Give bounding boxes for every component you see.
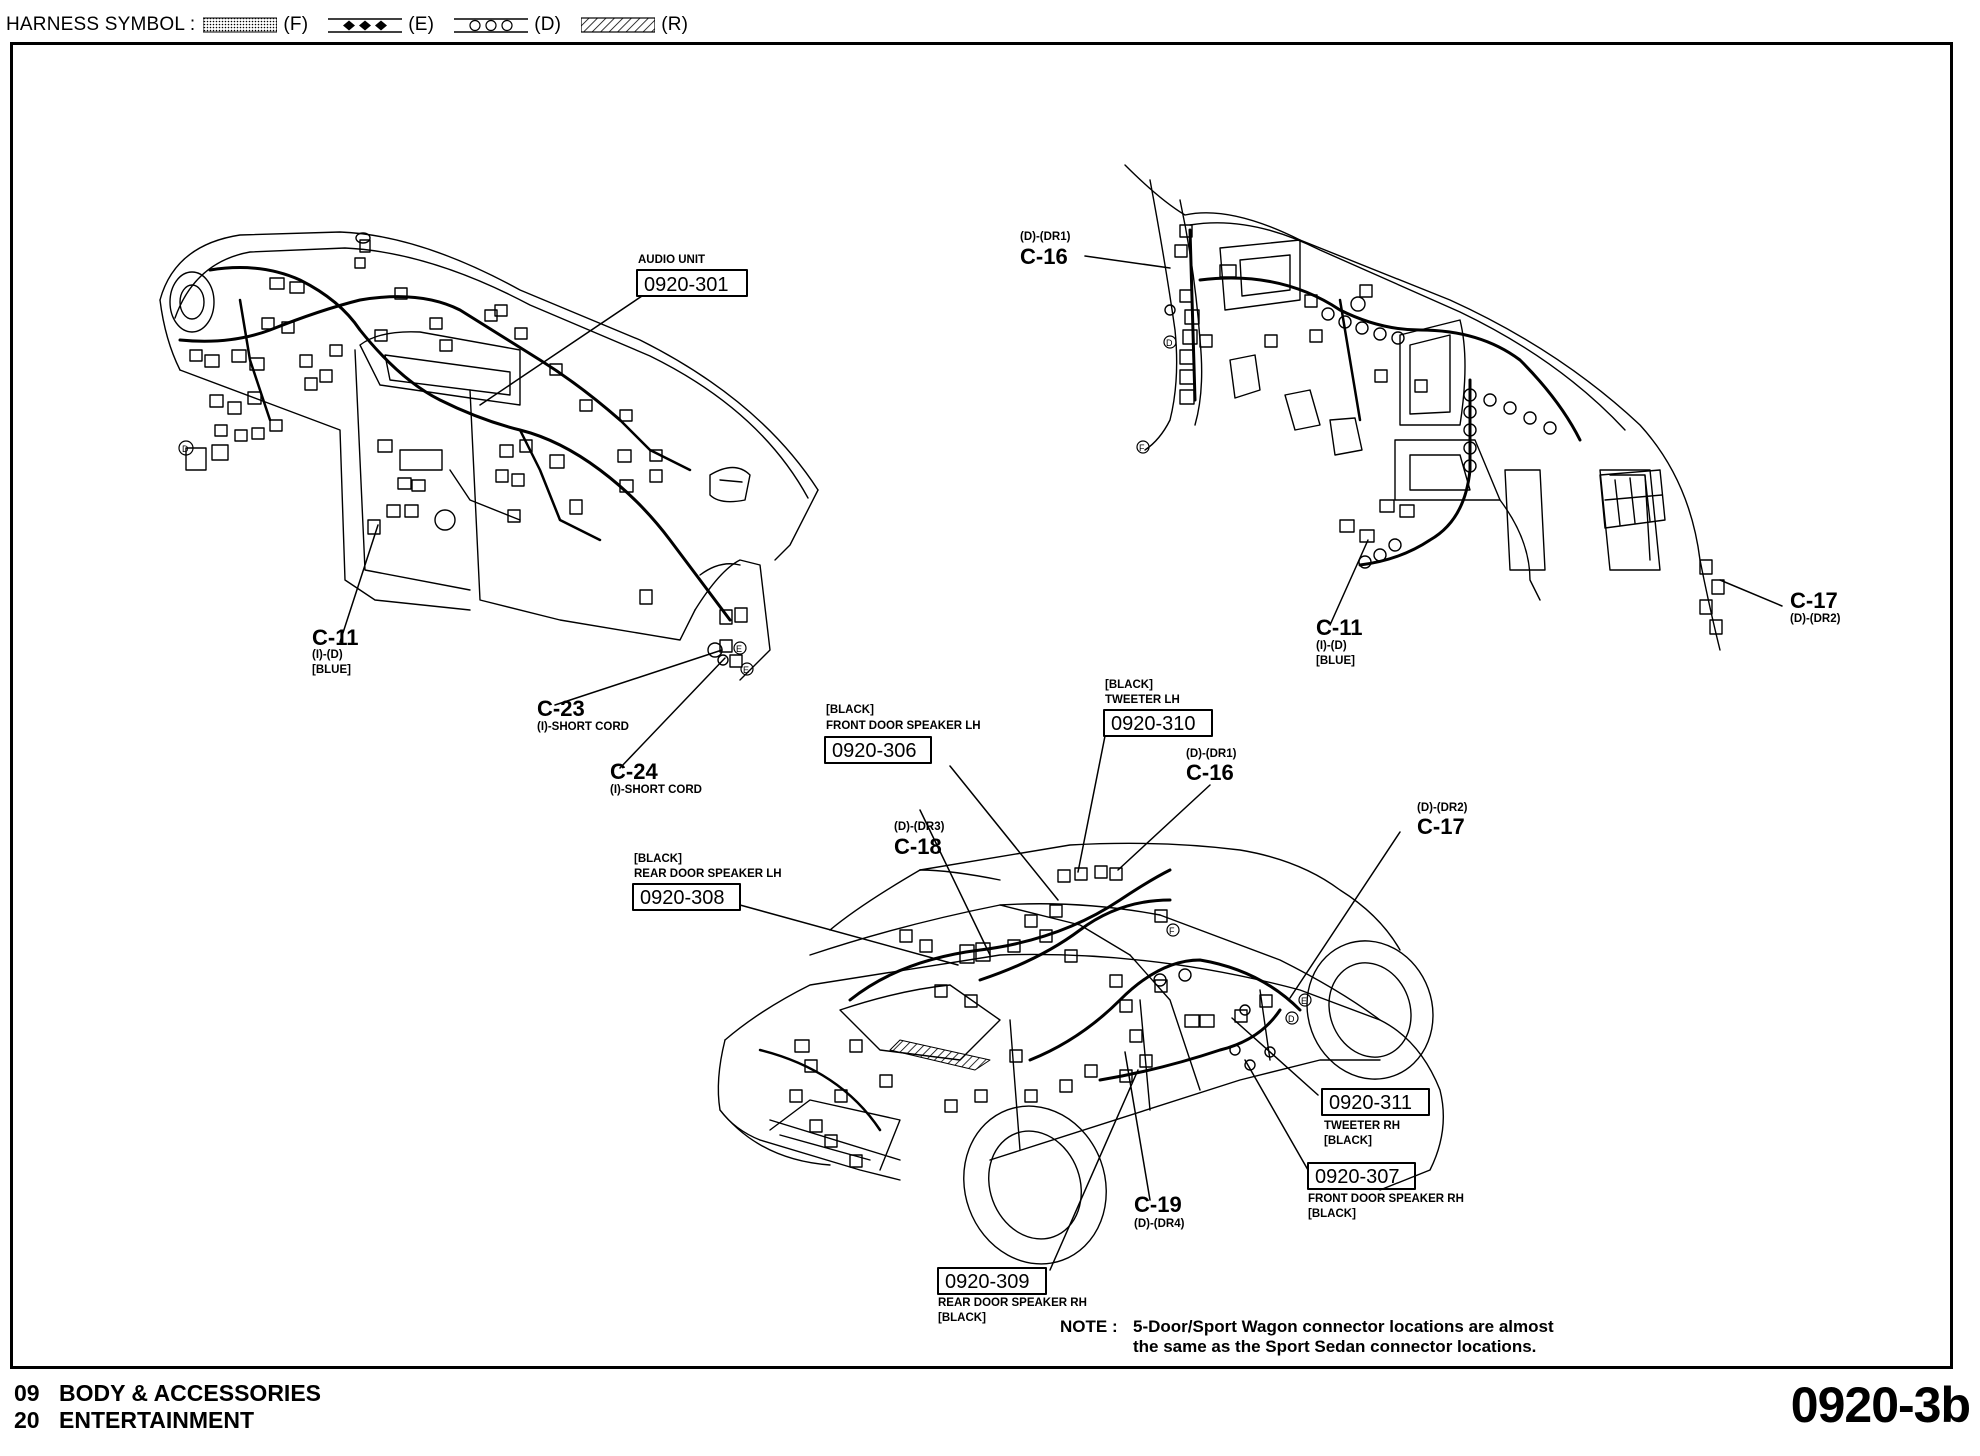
c11-right-line2: [BLUE]	[1316, 655, 1355, 667]
c16-car-line1: (D)-(DR1)	[1186, 748, 1237, 760]
tweeter-lh-title: TWEETER LH	[1105, 694, 1180, 706]
c17-car-line1: (D)-(DR2)	[1417, 802, 1468, 814]
rear-spk-lh-box	[632, 883, 741, 911]
audio-unit-box	[636, 269, 748, 297]
mark-f-right: F	[1139, 443, 1145, 453]
mark-d-right: D	[1166, 338, 1173, 348]
legend-code-e: (E)	[408, 14, 435, 35]
front-spk-rh-title: FRONT DOOR SPEAKER RH	[1308, 1193, 1464, 1205]
c23-desc: (I)-SHORT CORD	[537, 721, 629, 733]
diamonds-symbol	[328, 18, 403, 33]
front-spk-rh-box	[1307, 1162, 1416, 1190]
leader-lines	[339, 255, 1783, 1271]
footer-section-line: 09 BODY & ACCESSORIES	[14, 1380, 321, 1407]
front-spk-lh-box	[824, 736, 932, 764]
tweeter-lh-code: 0920-310	[1111, 713, 1196, 735]
mark-d-left: D	[182, 444, 189, 454]
front-spk-lh-color: [BLACK]	[826, 704, 874, 716]
c23-name: C-23	[537, 696, 585, 721]
c16-car-name: C-16	[1186, 760, 1234, 785]
subsection-number: 20	[14, 1407, 40, 1433]
harness-marks: D E E D F F E D	[178, 335, 1312, 1025]
c11-left-name: C-11	[312, 625, 358, 650]
legend-code-r: (R)	[661, 14, 689, 35]
tweeter-rh-color: [BLACK]	[1324, 1135, 1372, 1147]
front-spk-lh-title: FRONT DOOR SPEAKER LH	[826, 720, 981, 732]
c18-name: C-18	[894, 834, 942, 859]
subsection-title: ENTERTAINMENT	[59, 1407, 255, 1433]
legend-code-f: (F)	[283, 14, 309, 35]
rear-spk-rh-code: 0920-309	[945, 1271, 1030, 1293]
mark-e-car: E	[1301, 996, 1307, 1006]
mark-d-car: D	[1288, 1014, 1295, 1024]
c11-right-line1: (I)-(D)	[1316, 640, 1347, 652]
circles-symbol	[454, 18, 529, 33]
rear-spk-lh-color: [BLACK]	[634, 853, 682, 865]
legend-code-d: (D)	[534, 14, 562, 35]
c19-name: C-19	[1134, 1192, 1182, 1217]
c19-line1: (D)-(DR4)	[1134, 1218, 1185, 1230]
c24-desc: (I)-SHORT CORD	[610, 784, 702, 796]
rear-spk-rh-title: REAR DOOR SPEAKER RH	[938, 1297, 1087, 1309]
rear-spk-lh-title: REAR DOOR SPEAKER LH	[634, 868, 782, 880]
page-number: 0920-3b	[1790, 1377, 1971, 1433]
mark-e2-left: E	[743, 665, 749, 675]
c17-top-line1: (D)-(DR2)	[1790, 613, 1841, 625]
tweeter-rh-code: 0920-311	[1329, 1092, 1412, 1114]
footer-subsection-line: 20 ENTERTAINMENT	[14, 1407, 254, 1434]
mark-f-car: F	[1169, 926, 1175, 936]
legend-label: HARNESS SYMBOL :	[6, 14, 196, 35]
c18-line1: (D)-(DR3)	[894, 821, 945, 833]
c16-top-name: C-16	[1020, 244, 1068, 269]
tweeter-rh-title: TWEETER RH	[1324, 1120, 1400, 1132]
rear-spk-rh-color: [BLACK]	[938, 1312, 986, 1324]
rear-spk-lh-code: 0920-308	[640, 887, 725, 909]
hatched-symbol	[581, 17, 656, 33]
c11-left-line2: [BLUE]	[312, 664, 351, 676]
left-dashboard-illustration	[159, 231, 819, 681]
diagram-frame	[10, 42, 1953, 1369]
right-dashboard-illustration	[1124, 164, 1725, 651]
section-title: BODY & ACCESSORIES	[59, 1380, 321, 1406]
c17-car-name: C-17	[1417, 814, 1465, 839]
audio-unit-code: 0920-301	[644, 274, 729, 296]
c16-top-line1: (D)-(DR1)	[1020, 231, 1071, 243]
tweeter-lh-color: [BLACK]	[1105, 679, 1153, 691]
tweeter-lh-box	[1103, 709, 1213, 737]
front-spk-rh-color: [BLACK]	[1308, 1208, 1356, 1220]
sedan-body-illustration	[717, 842, 1444, 1265]
audio-unit-title: AUDIO UNIT	[638, 254, 705, 266]
c11-right-name: C-11	[1316, 615, 1362, 640]
c17-top-name: C-17	[1790, 588, 1838, 613]
front-spk-lh-code: 0920-306	[832, 740, 917, 762]
c24-name: C-24	[610, 759, 658, 784]
rear-spk-rh-box	[937, 1267, 1047, 1295]
dotted-fill-symbol	[203, 17, 278, 33]
front-spk-rh-code: 0920-307	[1315, 1166, 1400, 1188]
harness-symbol-legend: HARNESS SYMBOL : (F) (E) (D)	[6, 10, 708, 40]
section-number: 09	[14, 1380, 40, 1406]
note-label: NOTE :	[1060, 1317, 1118, 1336]
note-line2: the same as the Sport Sedan connector lo…	[1133, 1337, 1536, 1356]
tweeter-rh-box	[1321, 1088, 1430, 1116]
c11-left-line1: (I)-(D)	[312, 649, 343, 661]
mark-e-left: E	[736, 644, 742, 654]
note-line1: 5-Door/Sport Wagon connector locations a…	[1133, 1317, 1554, 1336]
